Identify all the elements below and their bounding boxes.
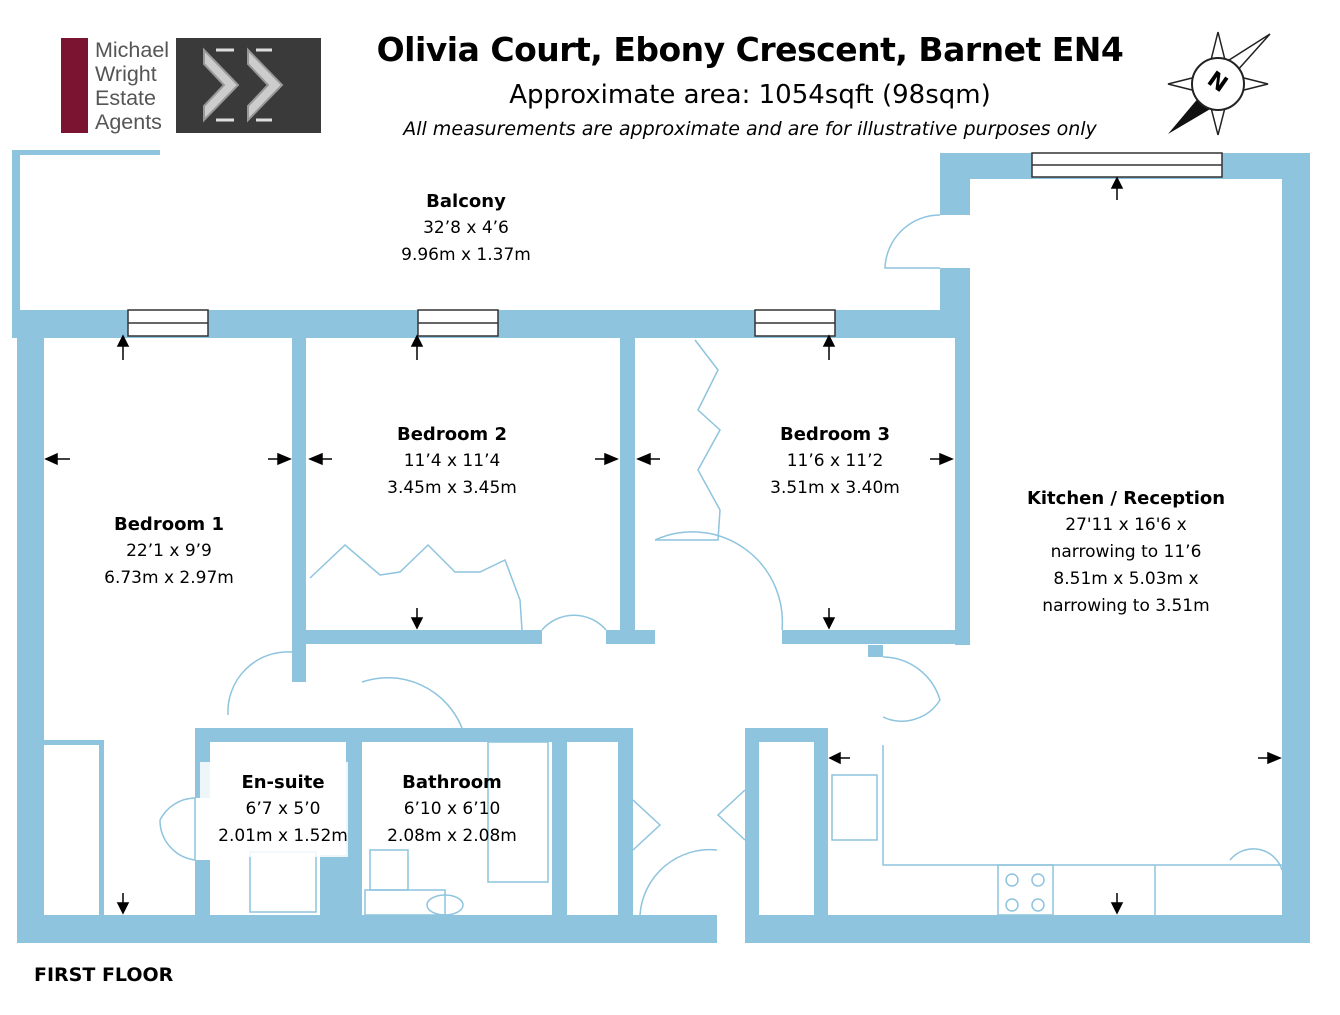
ensuite-label-backdrop	[200, 762, 348, 857]
logo-line-3: Estate	[95, 86, 156, 110]
fittings	[249, 339, 1282, 916]
room-metric: 2.08m x 2.08m	[387, 826, 517, 846]
logo-line-2: Wright	[95, 62, 157, 86]
disclaimer: All measurements are approximate and are…	[403, 118, 1097, 140]
room-imperial: 6’7 x 5’0	[245, 799, 321, 819]
room-metric: 9.96m x 1.37m	[401, 245, 531, 265]
room-imperial: 22’1 x 9’9	[126, 541, 212, 561]
room-bedroom-1: Bedroom 1 22’1 x 9’9 6.73m x 2.97m	[104, 511, 234, 592]
page-title: Olivia Court, Ebony Crescent, Barnet EN4	[376, 30, 1124, 69]
room-metric: 3.45m x 3.45m	[387, 478, 517, 498]
room-name: Kitchen / Reception	[1026, 488, 1226, 509]
compass-icon	[1167, 31, 1271, 136]
room-metric: 2.01m x 1.52m	[218, 826, 348, 846]
agency-logo-text: Michael Wright Estate Agents	[95, 38, 175, 134]
room-ensuite: En-suite 6’7 x 5’0 2.01m x 1.52m	[218, 769, 348, 850]
area-subtitle: Approximate area: 1054sqft (98sqm)	[509, 80, 991, 110]
room-bedroom-3: Bedroom 3 11’6 x 11’2 3.51m x 3.40m	[770, 421, 900, 502]
room-imperial: 32’8 x 4’6	[423, 218, 509, 238]
room-imperial: 11’6 x 11’2	[786, 451, 884, 471]
room-metric: 3.51m x 3.40m	[770, 478, 900, 498]
door-swings	[159, 214, 1283, 916]
room-name: Bedroom 2	[397, 424, 507, 445]
room-bathroom: Bathroom 6’10 x 6’10 2.08m x 2.08m	[387, 769, 517, 850]
windows	[127, 152, 1223, 337]
room-dimension-line-1: 27'11 x 16'6 x	[1065, 515, 1187, 535]
room-name: Bedroom 1	[114, 514, 224, 535]
room-name: Bathroom	[402, 772, 502, 793]
room-dimension-line-2: narrowing to 11’6	[1050, 542, 1202, 562]
room-dimension-line-3: 8.51m x 5.03m x	[1053, 569, 1199, 589]
room-metric: 6.73m x 2.97m	[104, 568, 234, 588]
room-bedroom-2: Bedroom 2 11’4 x 11’4 3.45m x 3.45m	[387, 421, 517, 502]
chevron-logo-icon	[203, 47, 284, 123]
room-kitchen-reception: Kitchen / Reception 27'11 x 16'6 x narro…	[1027, 485, 1225, 620]
room-name: En-suite	[241, 772, 325, 793]
room-name: Balcony	[426, 191, 506, 212]
logo-line-1: Michael	[95, 38, 170, 62]
room-imperial: 6’10 x 6’10	[403, 799, 501, 819]
agency-logo-icon	[176, 38, 321, 133]
logo-bar	[61, 38, 88, 133]
room-name: Bedroom 3	[780, 424, 890, 445]
dimension-arrows	[44, 176, 1282, 915]
floor-label: FIRST FLOOR	[34, 964, 174, 986]
room-balcony: Balcony 32’8 x 4’6 9.96m x 1.37m	[401, 188, 531, 269]
room-imperial: 11’4 x 11’4	[403, 451, 501, 471]
room-dimension-line-4: narrowing to 3.51m	[1042, 596, 1210, 616]
logo-line-4: Agents	[95, 110, 162, 134]
